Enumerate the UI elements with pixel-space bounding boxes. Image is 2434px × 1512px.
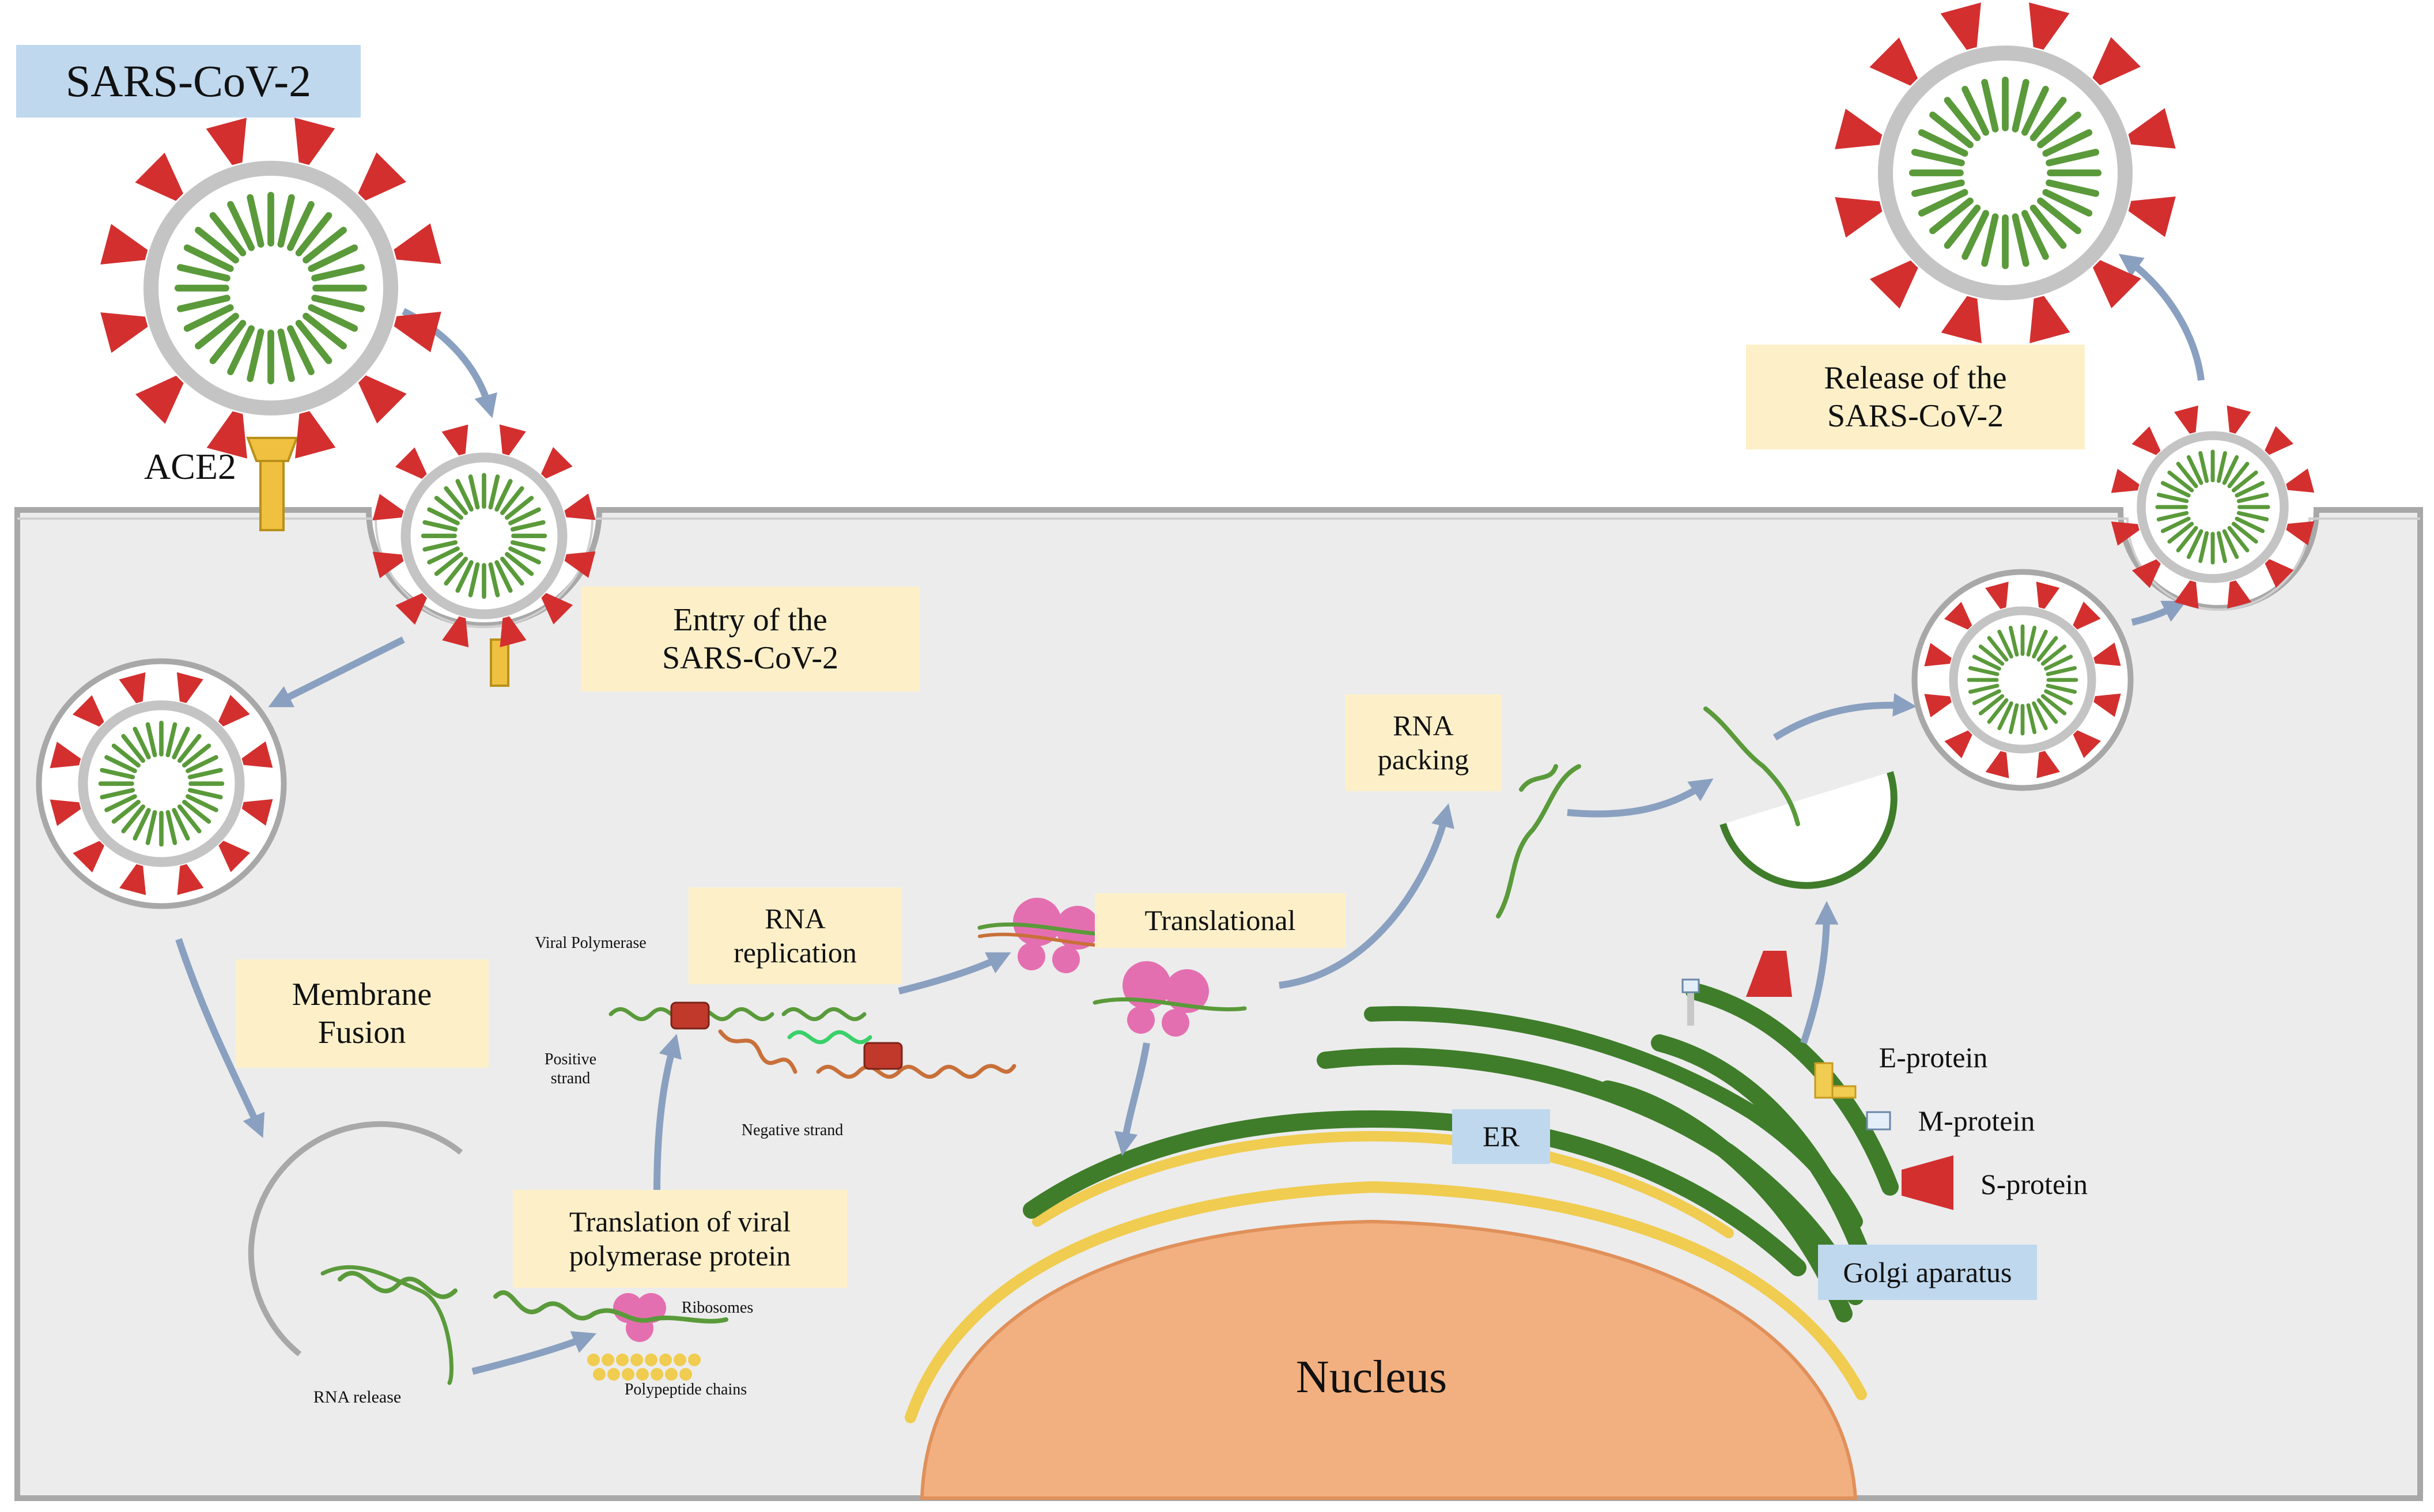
- nucleus-label: Nucleus: [1256, 1345, 1487, 1409]
- virion-exiting: [2111, 405, 2315, 609]
- ribosomes-label: Ribosomes: [663, 1295, 772, 1321]
- virions: [36, 2, 2315, 1356]
- e-protein-text: E-protein: [1879, 1041, 1988, 1073]
- e-protein-label: E-protein: [1853, 1034, 2014, 1080]
- polypeptide-chain-beads: [587, 1354, 701, 1381]
- er-label: ER: [1452, 1109, 1550, 1164]
- title-label: SARS-CoV-2: [16, 45, 361, 118]
- title-text: SARS-CoV-2: [65, 55, 312, 106]
- rna-release-label: RNA release: [265, 1380, 449, 1415]
- ace2-receptor: [246, 437, 298, 531]
- e-protein-marker: [1814, 1062, 1857, 1099]
- arrow-rna-release: [471, 1331, 597, 1375]
- ribosomes-text: Ribosomes: [681, 1299, 754, 1317]
- m-protein-text: M-protein: [1918, 1104, 2035, 1137]
- arrow-to-exit: [2131, 600, 2187, 626]
- arrow-to-replication: [653, 1034, 682, 1193]
- arrow-to-endosome: [268, 636, 405, 708]
- positive-strand-text: Positive strand: [544, 1050, 597, 1087]
- nucleus: [920, 1219, 1858, 1500]
- release-label: Release of the SARS-CoV-2: [1746, 345, 2085, 449]
- viral-polymerase-blocks: [670, 1001, 903, 1070]
- packaging-vesicle: [1719, 771, 1898, 889]
- golgi-label: Golgi aparatus: [1818, 1245, 2037, 1300]
- translational-label: Translational: [1095, 893, 1345, 948]
- release-text: Release of the SARS-CoV-2: [1824, 360, 2007, 434]
- positive-strand-label: Positive strand: [524, 1046, 617, 1092]
- arrow-golgi-up: [1800, 901, 1839, 1044]
- arrow-to-translational: [898, 952, 1011, 995]
- membrane-fusion-label: Membrane Fusion: [235, 959, 489, 1068]
- translation-polymerase-text: Translation of viral polymerase protein: [569, 1205, 791, 1272]
- virion-assembled: [1911, 569, 2134, 791]
- ace2-label: ACE2: [127, 444, 254, 490]
- rna-packing-label: RNA packing: [1345, 694, 1501, 791]
- polypeptide-chains-label: Polypeptide chains: [599, 1377, 772, 1403]
- arrow-to-packing: [1279, 803, 1454, 989]
- m-protein-label: M-protein: [1893, 1098, 2060, 1144]
- rna-packing-text: RNA packing: [1377, 709, 1469, 776]
- arrow-packing-to-vesicle: [1567, 778, 1714, 818]
- arrow-to-fusion: [175, 938, 265, 1138]
- negative-strand-text: Negative strand: [741, 1121, 844, 1140]
- ace2-receptor-internalized: [490, 638, 509, 687]
- arrow-to-secretory-vesicle: [1772, 693, 1917, 741]
- golgi-text: Golgi aparatus: [1843, 1256, 2012, 1288]
- golgi-spike-bud: [1681, 951, 1792, 1026]
- virion-entering: [372, 424, 596, 648]
- translational-ribosomes: [1013, 898, 1209, 1037]
- virion-released: [1835, 2, 2176, 343]
- m-protein-marker: [1866, 1111, 1891, 1131]
- er-text: ER: [1483, 1120, 1520, 1152]
- virion-extracellular: [100, 118, 441, 459]
- negative-strand-label: Negative strand: [715, 1118, 870, 1143]
- rna-replication-label: RNA replication: [689, 887, 902, 984]
- s-protein-marker: [1902, 1155, 1953, 1210]
- arrow-to-er: [1114, 1042, 1150, 1156]
- translation-polymerase-label: Translation of viral polymerase protein: [513, 1190, 847, 1288]
- membrane-fusion-text: Membrane Fusion: [292, 976, 432, 1050]
- polypeptide-chains-text: Polypeptide chains: [624, 1381, 747, 1399]
- viral-polymerase-text: Viral Polymerase: [535, 934, 647, 952]
- translational-text: Translational: [1144, 904, 1296, 936]
- rna-replication-text: RNA replication: [734, 902, 857, 969]
- viral-polymerase-label: Viral Polymerase: [507, 931, 674, 956]
- s-protein-label: S-protein: [1953, 1161, 2115, 1207]
- process-arrows: [175, 254, 2205, 1375]
- virion-endosome: [36, 658, 287, 909]
- virion-rna-release-vesicle: [248, 1121, 463, 1356]
- entry-text: Entry of the SARS-CoV-2: [662, 602, 839, 676]
- entry-label: Entry of the SARS-CoV-2: [581, 587, 920, 691]
- ace2-text: ACE2: [144, 446, 236, 487]
- s-protein-text: S-protein: [1980, 1167, 2088, 1200]
- arrow-release: [2118, 254, 2205, 381]
- nucleus-text: Nucleus: [1295, 1351, 1447, 1403]
- rna-release-text: RNA release: [313, 1388, 402, 1407]
